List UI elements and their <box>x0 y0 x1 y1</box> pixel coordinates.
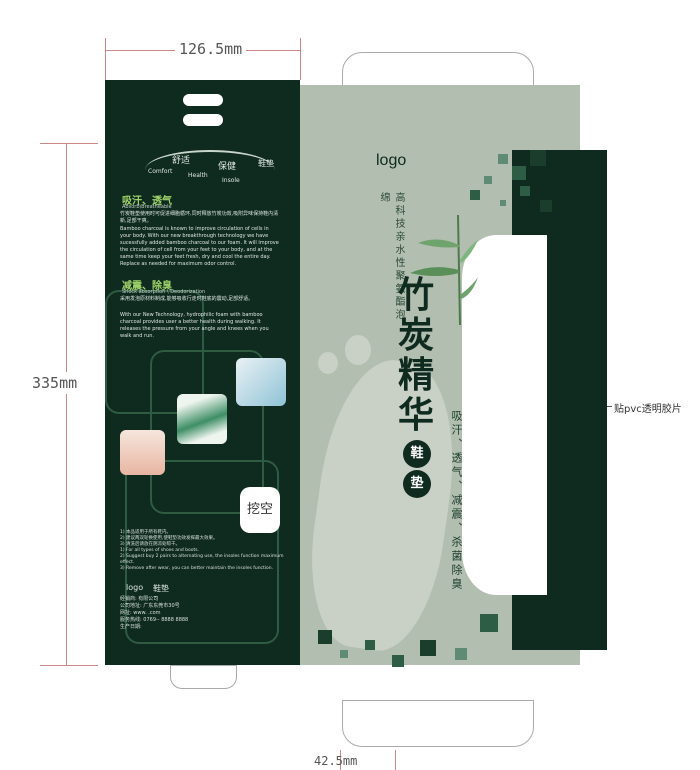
note-2: 2) 建议两双轮换使用,使鞋垫功效发挥最大效果。 <box>120 536 218 541</box>
deco-square <box>530 150 546 166</box>
callout-pvc-note: 贴pvc透明胶片 <box>614 404 682 415</box>
deco-frame-3 <box>125 460 279 644</box>
brand-en-1: Comfort <box>148 168 173 175</box>
deco-square <box>500 200 506 206</box>
title-char-4: 华 <box>398 394 435 436</box>
material-tagline: 高科技亲水性聚氨酯泡绵 <box>378 192 404 322</box>
deco-square <box>480 614 498 632</box>
footer-logo: logo <box>126 583 144 592</box>
title-char-3: 精 <box>398 354 435 396</box>
dim-tick-top <box>40 143 98 144</box>
note-5: 2) Suggest buy 2 pairs to alternating us… <box>120 554 284 565</box>
foam-layers-image <box>236 358 286 406</box>
product-title: 竹 炭 精 华 <box>398 275 434 435</box>
deco-square <box>340 650 348 658</box>
dim-tick-b1 <box>340 750 341 770</box>
deco-frame-1 <box>105 290 204 414</box>
footprint-toe-1 <box>345 335 371 365</box>
company-line-3: 网址: www. .com <box>120 610 161 616</box>
bamboo-leaf-icon <box>410 215 478 325</box>
section1-body-en: Bamboo charcoal is known to improve circ… <box>120 226 279 267</box>
deco-square <box>420 640 436 656</box>
section2-title: 减震、除臭 <box>122 281 172 292</box>
deco-square <box>512 166 526 180</box>
footprint-toe-2 <box>318 352 338 374</box>
brand-en-3: Insole <box>222 177 240 184</box>
section2-title-en: Shock absorption \ Deodorization <box>122 289 206 295</box>
brand-en-2: Health <box>188 172 208 179</box>
note-4: 1) For all types of shoes and boots. <box>120 548 200 553</box>
hang-hole-bottom <box>183 114 223 126</box>
section1-title-en: Absorb\Breatheable <box>122 204 172 210</box>
dim-top-width: 126.5mm <box>175 40 247 58</box>
deco-square <box>498 154 508 164</box>
dim-tick-b2 <box>395 750 396 770</box>
display-window <box>462 235 547 595</box>
window-cutout: 挖空 <box>240 487 280 533</box>
company-line-5: 生产日期: <box>120 624 142 630</box>
dim-bottom-width: 42.5mm <box>314 754 358 768</box>
deco-square <box>484 176 492 184</box>
deco-square <box>470 190 480 200</box>
footer-product: 鞋垫 <box>153 584 169 593</box>
company-info: 经销商: 有限公司 公司地址: 广东东莞市30号 网址: www. .com 服… <box>120 596 290 631</box>
company-line-1: 经销商: 有限公司 <box>120 596 159 602</box>
section1-body-cn: 竹炭鞋垫使用时可促进细胞循环,同时释放竹炭功效,吸附异味保持鞋内清新,足部干爽。 <box>120 211 279 224</box>
dim-left-height: 335mm <box>32 372 78 394</box>
foot-image <box>120 430 165 475</box>
deco-square <box>540 200 552 212</box>
title-char-2: 炭 <box>398 314 435 356</box>
section2-body-en: With our New Technology, hydrophilic foa… <box>120 312 269 339</box>
cutout-label: 挖空 <box>246 502 273 517</box>
brand-cn-3: 鞋垫 <box>258 159 274 168</box>
dim-line-left <box>66 143 67 665</box>
back-bottom-tab <box>170 665 237 689</box>
feature-list: 吸汗、透气、减震、杀菌除臭 <box>450 410 463 592</box>
company-line-2: 公司地址: 广东东莞市30号 <box>120 603 180 609</box>
front-logo: logo <box>376 152 407 169</box>
deco-square <box>318 630 332 644</box>
deco-square <box>365 640 375 650</box>
insole-image <box>177 394 227 444</box>
company-line-4: 服务热线: 0769-- 8888 8888 <box>120 617 189 623</box>
bottom-flap <box>342 700 534 747</box>
deco-square <box>520 186 530 196</box>
title-char-1: 竹 <box>398 274 435 316</box>
note-6: 3) Remove after wear, you can better mai… <box>120 566 274 571</box>
usage-notes: 1) 本品适用于所有鞋内。 2) 建议两双轮换使用,使鞋垫功效发挥最大效果。 3… <box>120 530 285 572</box>
section1-title: 吸汗、透气 <box>122 196 172 207</box>
deco-square <box>455 648 467 660</box>
badge-char-2: 垫 <box>403 470 431 498</box>
note-3: 3) 清洗后请放在阴凉处晾干。 <box>120 542 181 547</box>
brand-cn-1: 舒适 <box>172 156 191 166</box>
brand-wave <box>145 150 275 190</box>
note-1: 1) 本品适用于所有鞋内。 <box>120 530 172 535</box>
section2-body-cn: 采用发泡原材料制成,能够吸收行走时鞋底的震动,足部舒适。 <box>120 296 254 302</box>
dim-tick-right <box>300 38 301 80</box>
hang-hole-top <box>183 94 223 106</box>
deco-square <box>392 655 404 667</box>
brand-cn-2: 保健 <box>218 162 237 172</box>
dim-tick-left <box>105 38 106 80</box>
badge-char-1: 鞋 <box>403 440 431 468</box>
dim-tick-bottom <box>40 665 98 666</box>
